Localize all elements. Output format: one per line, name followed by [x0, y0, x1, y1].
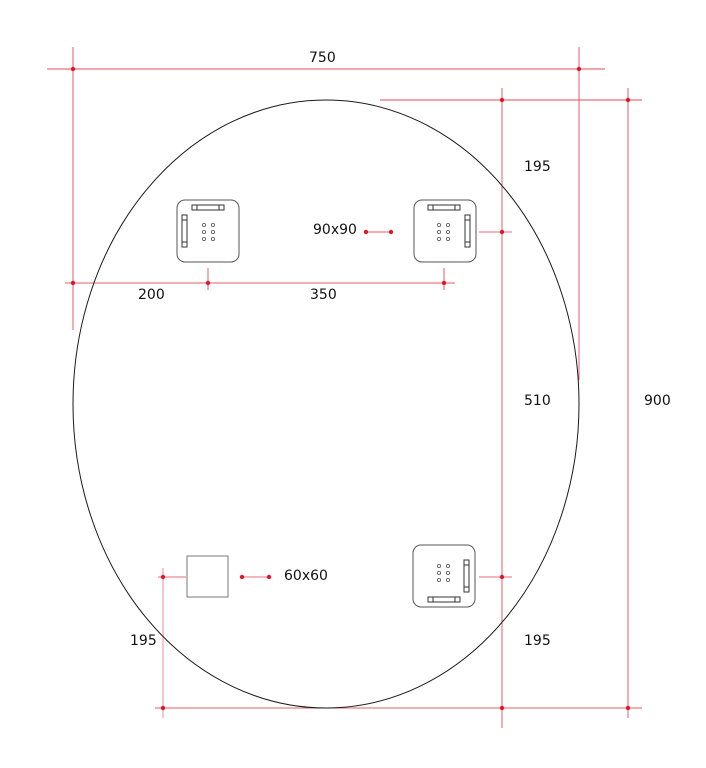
spacer-bottom-left	[186, 555, 229, 598]
bracket-top-left	[176, 199, 240, 263]
label-overall-height: 900	[644, 393, 671, 409]
mirror-outline	[72, 99, 580, 709]
bracket-top-right	[413, 199, 477, 263]
label-large-bracket-size: 90x90	[313, 222, 357, 238]
label-bracket-spacing: 350	[310, 287, 337, 303]
label-bottom-offset-left: 195	[130, 633, 157, 649]
label-left-bracket-offset: 200	[138, 287, 165, 303]
label-overall-width: 750	[309, 50, 336, 66]
label-middle-span-right: 510	[524, 393, 551, 409]
label-bottom-offset-right: 195	[524, 633, 551, 649]
label-top-offset-right: 195	[524, 159, 551, 175]
label-small-spacer-size: 60x60	[284, 568, 328, 584]
dimension-dots	[70, 66, 631, 711]
bracket-bottom-right	[412, 544, 476, 608]
dimension-lines	[47, 47, 642, 728]
